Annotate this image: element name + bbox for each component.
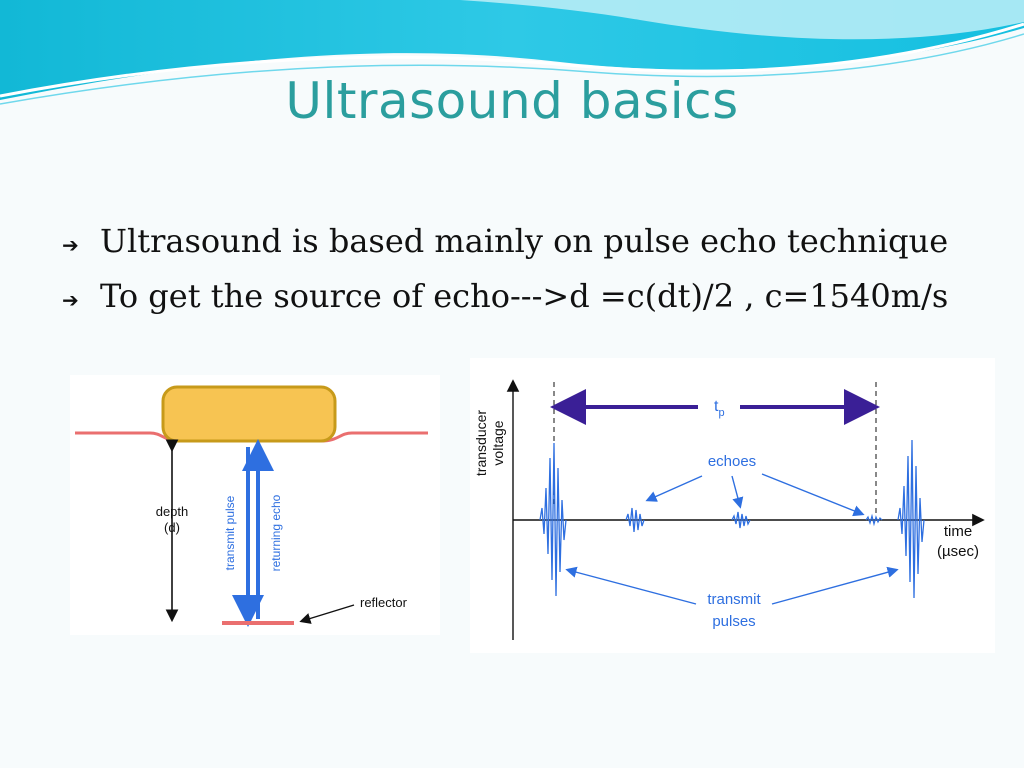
bullet-item: ➔ Ultrasound is based mainly on pulse ec… [62,222,948,277]
arrow-bullet-icon: ➔ [62,288,79,312]
transmit-pulses-label-line1: transmit [707,591,761,608]
transducer-voltage-time-diagram: transducer voltage tp echoes time (µsec)… [470,358,995,653]
pulse-echo-depth-diagram: depth (d) transmit pulse returning echo … [70,375,440,635]
x-axis-label-line1: time [944,523,972,540]
echoes-label: echoes [708,453,756,470]
echo-pointer-1 [645,475,703,502]
y-axis-label-line1: transducer [473,410,489,476]
x-axis-label-line2: (µsec) [937,543,979,560]
transducer-probe [161,385,337,443]
returning-echo-label: returning echo [269,494,283,571]
echo-pointer-2 [731,475,744,509]
y-axis-label-line2: voltage [490,420,506,465]
bullet-text: Ultrasound is based mainly on pulse echo… [100,222,949,260]
transmit-pulse-2-waveform [897,439,925,599]
bullet-list: ➔ Ultrasound is based mainly on pulse ec… [62,222,948,332]
depth-label: depth [156,504,189,519]
echo-3-waveform [865,513,883,527]
transmit-pulse-label: transmit pulse [223,495,237,570]
transmit-pulses-label-line2: pulses [712,613,755,630]
bullet-text: To get the source of echo--->d =c(dt)/2 … [100,277,949,315]
reflector-label: reflector [360,595,408,610]
arrow-bullet-icon: ➔ [62,233,79,257]
header-wave-decoration [0,0,1024,105]
echo-pointer-3 [761,473,865,517]
echo-1-waveform [625,507,645,533]
tp-label: tp [714,398,725,419]
depth-symbol-label: (d) [164,520,180,535]
slide-title: Ultrasound basics [285,72,739,130]
transmit-pointer-left [565,566,697,605]
bullet-item: ➔ To get the source of echo--->d =c(dt)/… [62,277,948,332]
transmit-pulse-1-waveform [539,442,567,597]
transmit-pointer-right [771,566,899,605]
echo-2-waveform [731,511,751,529]
reflector-pointer-arrow [299,604,355,624]
